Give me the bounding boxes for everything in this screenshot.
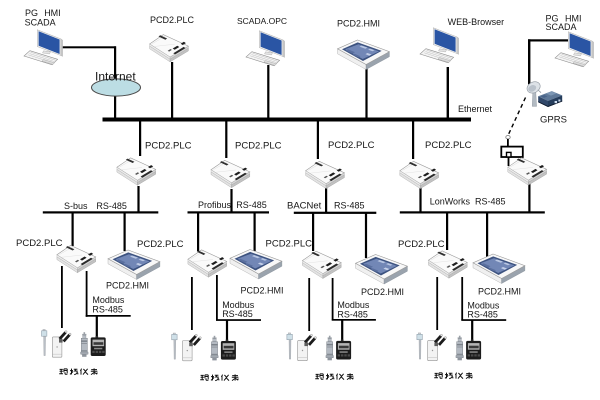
svg-text:Profibus: Profibus [198, 200, 232, 210]
svg-text:PCD2.HMI: PCD2.HMI [478, 287, 521, 297]
svg-text:SCADA: SCADA [25, 17, 56, 27]
svg-text:RS-485: RS-485 [334, 201, 365, 211]
svg-text:RS-485: RS-485 [475, 197, 506, 207]
svg-text:PCD2.PLC: PCD2.PLC [150, 15, 195, 25]
svg-text:RS-485: RS-485 [337, 310, 368, 320]
svg-text:HMI: HMI [565, 13, 582, 23]
svg-text:Modbus: Modbus [337, 300, 370, 310]
svg-text:RS-485: RS-485 [92, 305, 123, 315]
svg-text:RS-485: RS-485 [222, 309, 253, 319]
svg-text:Modbus: Modbus [467, 300, 500, 310]
svg-text:SCADA.OPC: SCADA.OPC [237, 16, 287, 26]
svg-text:PG: PG [546, 13, 559, 23]
svg-text:GPRS: GPRS [540, 114, 567, 125]
svg-text:WEB-Browser: WEB-Browser [448, 17, 505, 27]
svg-text:PCD2.HMI: PCD2.HMI [106, 281, 149, 291]
svg-text:RS-485: RS-485 [96, 201, 127, 211]
svg-text:HMI: HMI [44, 8, 61, 18]
svg-text:RS-485: RS-485 [236, 200, 267, 210]
svg-text:PCD2.HMI: PCD2.HMI [361, 287, 404, 297]
svg-text:PCD2.HMI: PCD2.HMI [241, 286, 284, 296]
svg-text:BACNet: BACNet [287, 201, 322, 212]
svg-text:PCD2.PLC: PCD2.PLC [425, 140, 472, 151]
svg-text:PCD2.PLC: PCD2.PLC [137, 239, 184, 250]
svg-text:PCD2.PLC: PCD2.PLC [16, 238, 63, 249]
svg-text:PCD2.PLC: PCD2.PLC [328, 140, 375, 151]
svg-text:Modbus: Modbus [92, 295, 125, 305]
svg-text:PG: PG [25, 8, 38, 18]
svg-text:S-bus: S-bus [64, 201, 88, 211]
svg-text:RS-485: RS-485 [467, 310, 498, 320]
svg-text:PCD2.PLC: PCD2.PLC [145, 141, 192, 152]
svg-text:PCD2.PLC: PCD2.PLC [235, 141, 282, 152]
svg-text:PCD2.HMI: PCD2.HMI [337, 19, 380, 29]
svg-text:Ethernet: Ethernet [458, 104, 493, 114]
svg-text:LonWorks: LonWorks [430, 197, 471, 207]
svg-text:PCD2.PLC: PCD2.PLC [266, 238, 313, 249]
svg-text:SCADA: SCADA [546, 22, 577, 32]
svg-text:PCD2.PLC: PCD2.PLC [398, 239, 445, 250]
svg-text:Modbus: Modbus [222, 300, 255, 310]
svg-text:Internet: Internet [95, 70, 136, 84]
